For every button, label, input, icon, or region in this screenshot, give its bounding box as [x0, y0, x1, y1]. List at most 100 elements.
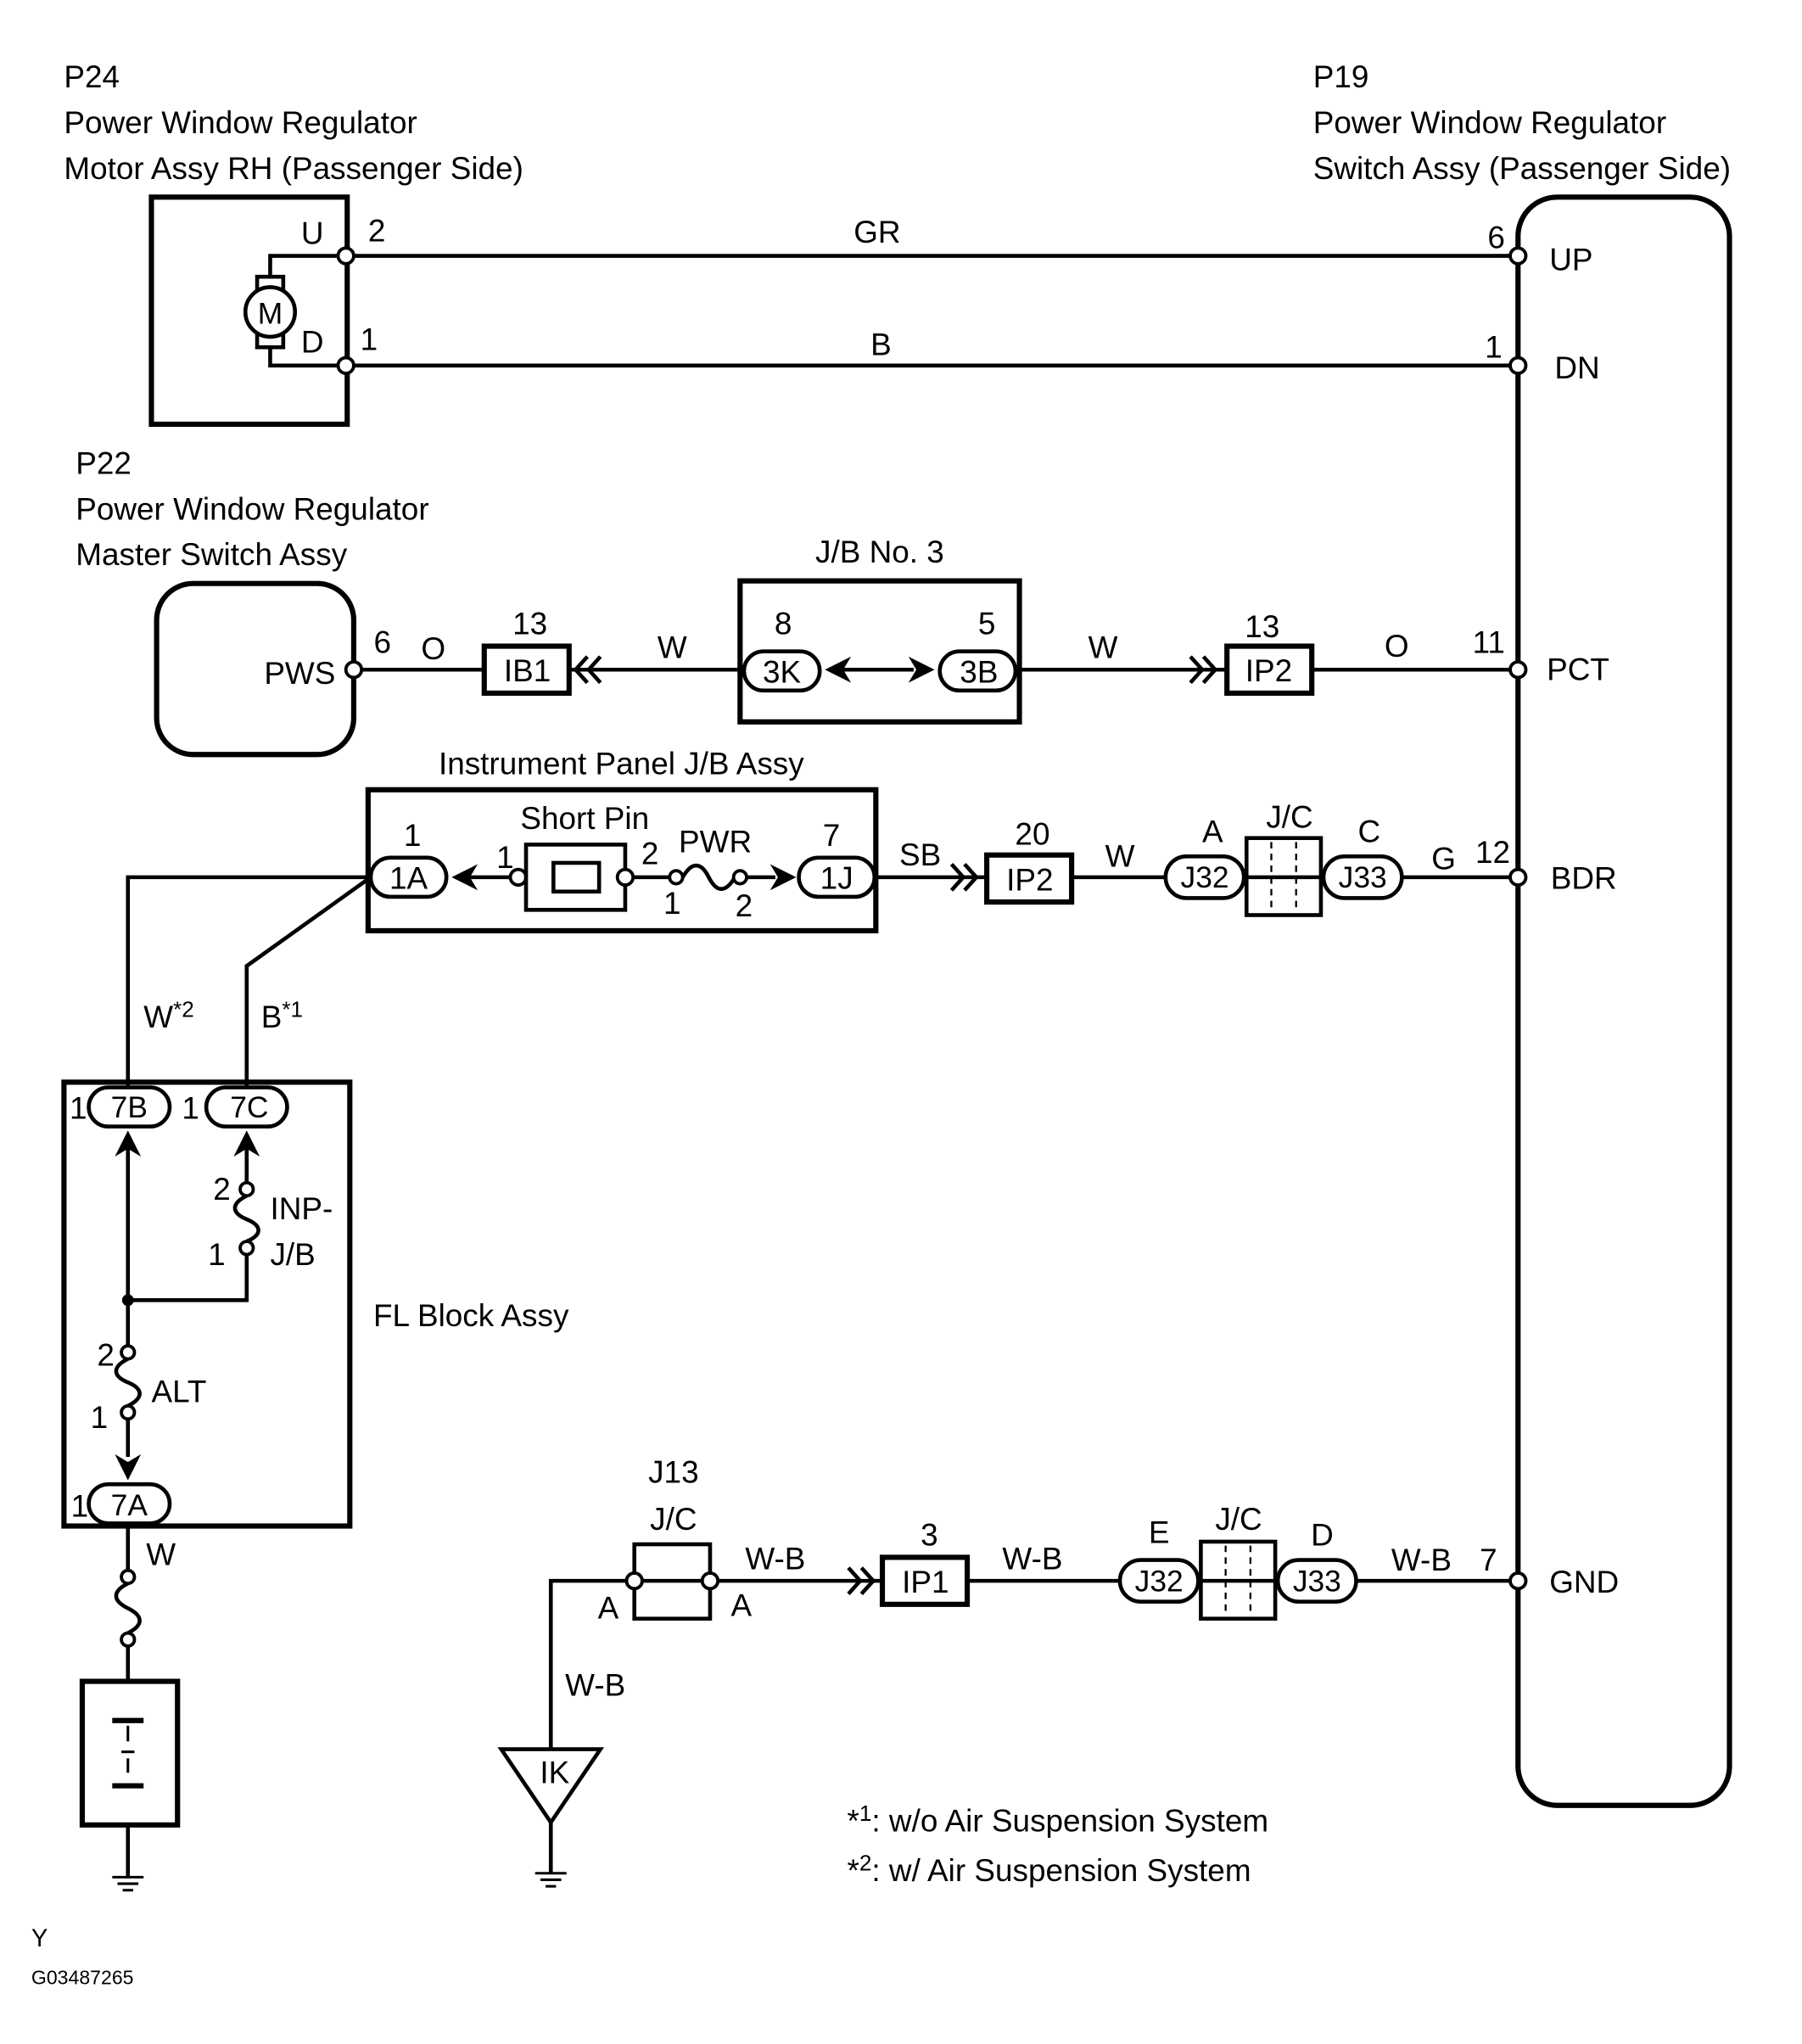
- wire-color-b: B: [870, 327, 892, 361]
- jc-bottom-left-letter: E: [1149, 1515, 1170, 1550]
- p22-pin: 6: [374, 624, 392, 659]
- p19-term-dn: DN: [1554, 350, 1599, 385]
- alt-fuse-label: ALT: [151, 1374, 206, 1408]
- wire-color-gr: GR: [853, 215, 900, 249]
- footer-code: Y: [31, 1925, 48, 1952]
- jb3-conn-right: 3B: [960, 655, 998, 690]
- fl-pin-7a: 1: [71, 1489, 89, 1524]
- inp-jb-fuse-icon: [232, 1194, 260, 1244]
- bdr-circuit: Instrument Panel J/B Assy 1 1A Short Pin…: [365, 746, 1528, 934]
- jc-top-type: J/C: [1266, 799, 1312, 834]
- jc-bottom-conn-left: J32: [1135, 1565, 1184, 1598]
- alt-pin1: 1: [91, 1400, 109, 1435]
- connector-ip2-top: IP2: [1245, 653, 1292, 688]
- connector-ip2-mid-pin: 20: [1015, 816, 1049, 851]
- p22-master-switch: P22 Power Window Regulator Master Switch…: [76, 445, 429, 758]
- jb3-pin-right: 5: [978, 607, 996, 641]
- inp-pin1: 1: [208, 1237, 226, 1272]
- p19-pin-gnd: 7: [1480, 1543, 1497, 1577]
- wire-color-w-left: W: [658, 630, 687, 664]
- p22-title-1: Power Window Regulator: [76, 491, 428, 526]
- motor-wires: GR B: [336, 215, 1528, 375]
- p24-title-2: Motor Assy RH (Passenger Side): [64, 151, 523, 186]
- ipjb-pin-1a: 1: [404, 818, 422, 853]
- figure-footer: Y G03487265: [31, 1925, 134, 1989]
- inp-pin2: 2: [213, 1172, 231, 1207]
- fl-pin-7b: 1: [70, 1090, 87, 1125]
- jc-top-conn-right: J33: [1339, 861, 1387, 894]
- wire-color-g: G: [1431, 842, 1456, 876]
- jb3-title: J/B No. 3: [815, 535, 944, 569]
- p24-terminal-u: U: [301, 216, 324, 251]
- jb3-pin-left: 8: [775, 607, 792, 641]
- motor-label: M: [258, 298, 283, 331]
- p19-title-1: Power Window Regulator: [1313, 105, 1666, 140]
- note-1: *1: w/o Air Suspension System: [847, 1800, 1268, 1838]
- footnotes: *1: w/o Air Suspension System *2: w/ Air…: [847, 1800, 1268, 1888]
- wire-color-wb-j13: W-B: [745, 1541, 805, 1576]
- wire-w-7b: W*2: [143, 996, 194, 1033]
- fl-pin-7c: 1: [182, 1090, 199, 1125]
- battery-circuit: W: [79, 1523, 181, 1892]
- p24-motor-assy: P24 Power Window Regulator Motor Assy RH…: [64, 59, 523, 428]
- p19-switch-assy: P19 Power Window Regulator Switch Assy (…: [1313, 59, 1732, 1808]
- fl-block-assy: FL Block Assy W*2 B*1 1 7B 1 7C 2 1 INP-…: [61, 875, 569, 1529]
- pwr-fuse-label: PWR: [679, 825, 752, 860]
- wire-color-o-right: O: [1385, 629, 1409, 664]
- ground-point-ik: IK: [540, 1756, 569, 1790]
- jc-bottom-type: J/C: [1215, 1502, 1262, 1537]
- p24-pin-u: 2: [368, 214, 386, 249]
- fl-conn-7c: 7C: [230, 1091, 268, 1124]
- wire-color-wb-gnd: W-B: [1391, 1543, 1452, 1577]
- pct-circuit: O IB1 13 W J/B No. 3 8 5 3K 3B W IP2 13 …: [344, 535, 1528, 725]
- alt-pin2: 2: [97, 1337, 115, 1372]
- short-pin-label: Short Pin: [520, 801, 649, 836]
- pwr-fuse-icon: [680, 863, 737, 891]
- jc-bottom-conn-right: J33: [1293, 1565, 1341, 1598]
- p19-term-up: UP: [1549, 242, 1592, 277]
- motor-icon: [243, 285, 298, 339]
- inp-jb-label-1: INP-: [270, 1191, 333, 1226]
- jb3-conn-left: 3K: [763, 655, 802, 690]
- jc-top-left-letter: A: [1202, 814, 1223, 848]
- p19-term-bdr: BDR: [1551, 861, 1617, 896]
- ground-icon-battery: [112, 1875, 144, 1892]
- j13-right-letter: A: [731, 1588, 753, 1623]
- wire-color-sb: SB: [899, 837, 941, 872]
- p19-pin-dn: 1: [1485, 330, 1503, 365]
- p19-pin-up: 6: [1487, 220, 1505, 255]
- p19-id: P19: [1313, 59, 1369, 94]
- figure-id: G03487265: [31, 1967, 134, 1989]
- pwr-fuse-pin2: 2: [736, 888, 753, 923]
- wire-color-wb-ik: W-B: [565, 1668, 625, 1703]
- fl-conn-7b: 7B: [111, 1091, 148, 1124]
- p19-pin-pct: 11: [1473, 624, 1505, 659]
- p24-title-1: Power Window Regulator: [64, 105, 417, 140]
- alt-fuse-icon: [114, 1357, 142, 1408]
- jc-top-conn-left: J32: [1181, 861, 1229, 894]
- p22-title-2: Master Switch Assy: [76, 537, 347, 572]
- jc-top-right-letter: C: [1358, 814, 1381, 848]
- gnd-circuit: J13 J/C A A W-B IK W-B IP1 3 W-B E J/C D…: [497, 1455, 1528, 1888]
- connector-ip1-pin: 3: [921, 1518, 938, 1553]
- wire-b-7c: B*1: [261, 996, 303, 1033]
- ipjb-conn-1a: 1A: [389, 861, 428, 896]
- pwr-fuse-pin1: 1: [663, 886, 681, 921]
- ipjb-pin-1j: 7: [823, 818, 841, 853]
- p19-title-2: Switch Assy (Passenger Side): [1313, 151, 1731, 186]
- j13-type: J/C: [650, 1502, 697, 1537]
- p22-id: P22: [76, 445, 132, 480]
- jc-bottom-right-letter: D: [1311, 1518, 1334, 1553]
- wire-color-w-right: W: [1088, 630, 1118, 664]
- j13-id: J13: [648, 1455, 699, 1490]
- short-pin-pin2: 2: [641, 836, 659, 871]
- p19-pin-bdr: 12: [1475, 835, 1510, 870]
- connector-ib1-pin: 13: [512, 607, 547, 641]
- note-2: *2: w/ Air Suspension System: [847, 1851, 1251, 1888]
- p24-pin-d: 1: [361, 322, 378, 356]
- short-pin-pin1: 1: [496, 840, 514, 875]
- connector-ip2-top-pin: 13: [1245, 609, 1279, 644]
- j13-left-letter: A: [598, 1591, 619, 1626]
- wire-color-w-ip2: W: [1105, 839, 1135, 874]
- main-fuse-icon: [114, 1582, 142, 1635]
